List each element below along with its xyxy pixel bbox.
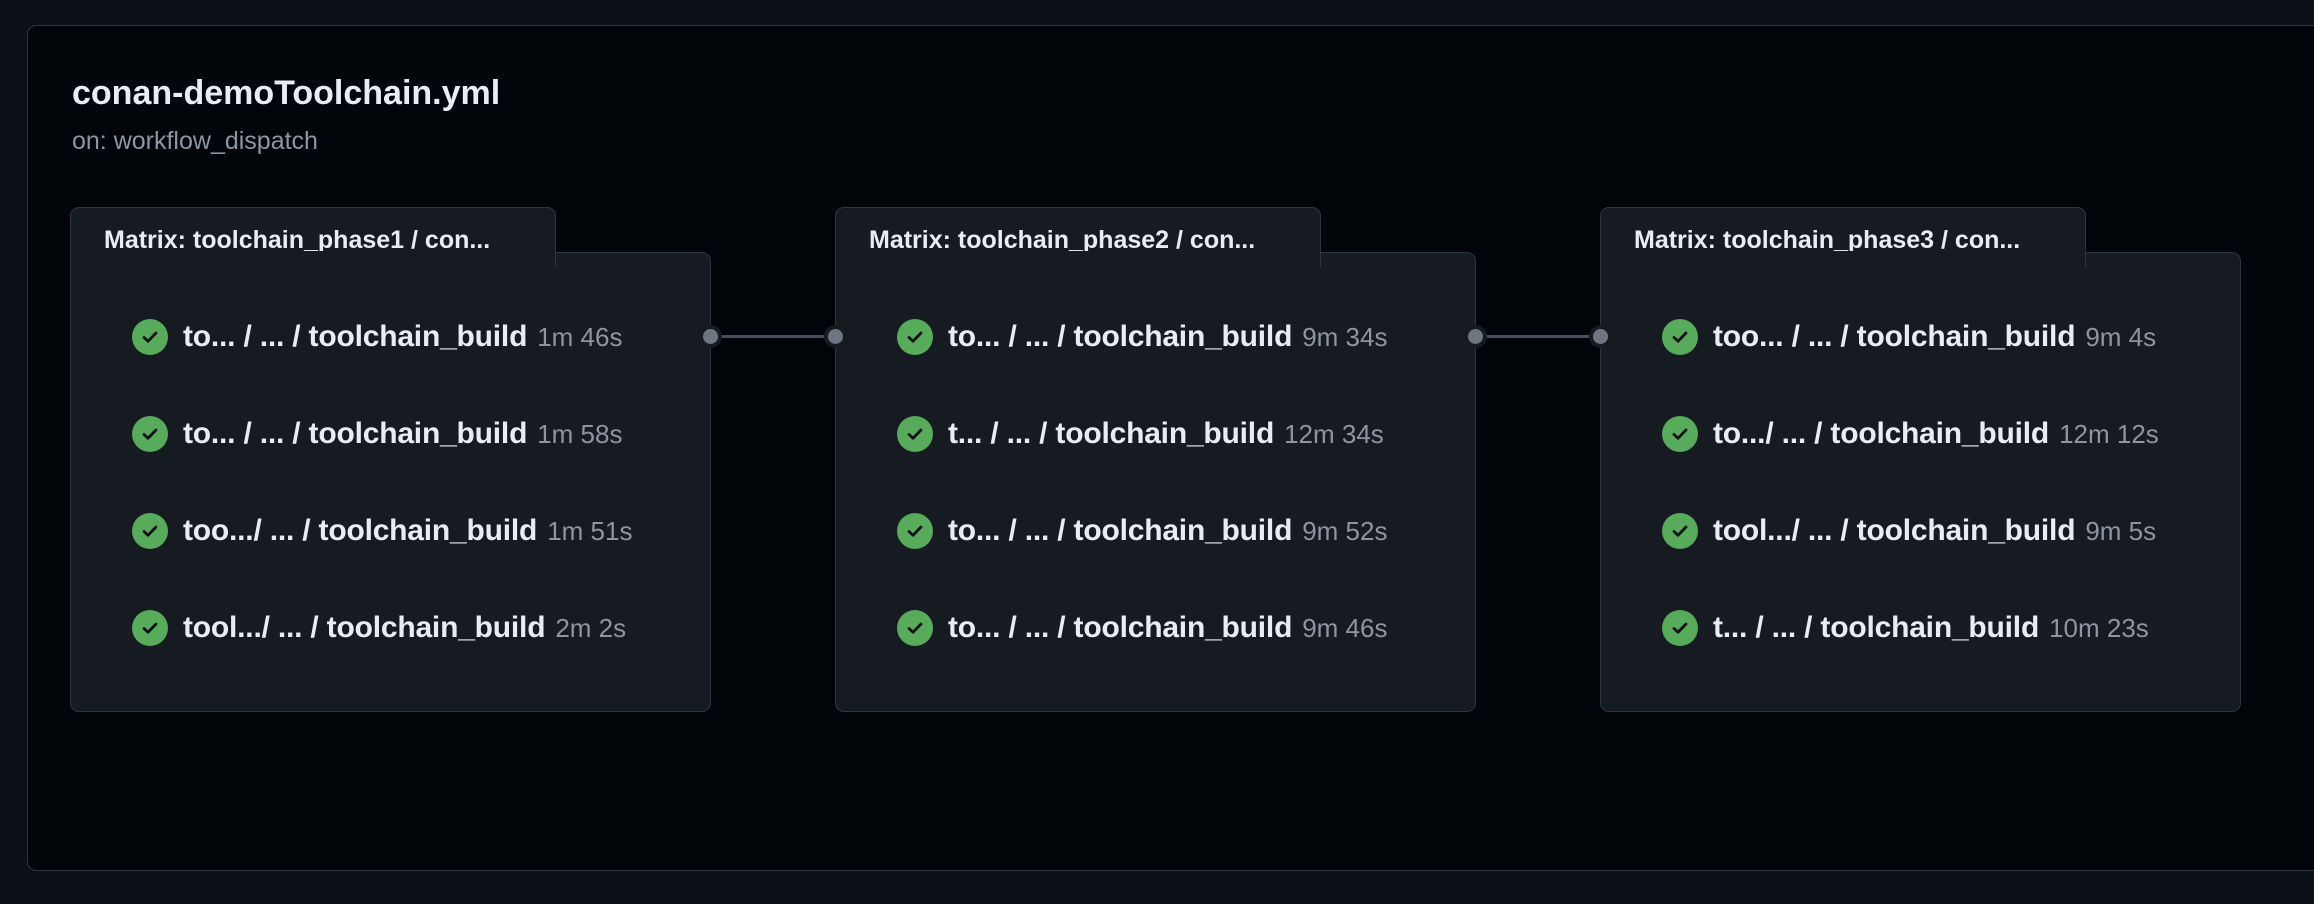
check-circle-icon: [132, 416, 168, 452]
matrix-group-phase2: Matrix: toolchain_phase2 / con... to... …: [835, 207, 1476, 712]
job-item[interactable]: t... / ... / toolchain_build 12m 34s: [897, 414, 1384, 454]
job-item[interactable]: to... / ... / toolchain_build 1m 46s: [132, 317, 622, 357]
job-item[interactable]: tool.../ ... / toolchain_build 9m 5s: [1662, 511, 2156, 551]
job-duration: 9m 46s: [1302, 612, 1388, 643]
matrix-group-label: Matrix: toolchain_phase3 / con...: [1634, 226, 2021, 254]
job-item[interactable]: to.../ ... / toolchain_build 12m 12s: [1662, 414, 2159, 454]
check-circle-icon: [1662, 610, 1698, 646]
job-name: to... / ... / toolchain_build: [948, 611, 1293, 644]
matrix-group-tab[interactable]: Matrix: toolchain_phase2 / con...: [835, 207, 1321, 267]
check-circle-icon: [897, 610, 933, 646]
matrix-group-tab[interactable]: Matrix: toolchain_phase1 / con...: [70, 207, 556, 267]
job-item[interactable]: too.../ ... / toolchain_build 1m 51s: [132, 511, 632, 551]
matrix-group-tab[interactable]: Matrix: toolchain_phase3 / con...: [1600, 207, 2086, 267]
job-duration: 1m 58s: [537, 418, 623, 449]
job-duration: 1m 51s: [547, 515, 633, 546]
job-item[interactable]: to... / ... / toolchain_build 9m 52s: [897, 511, 1387, 551]
job-duration: 9m 34s: [1302, 321, 1388, 352]
check-circle-icon: [132, 513, 168, 549]
port-in-phase2: [824, 325, 847, 348]
matrix-group-label: Matrix: toolchain_phase1 / con...: [104, 226, 491, 254]
job-name: tool.../ ... / toolchain_build: [1713, 514, 2076, 547]
job-name: tool.../ ... / toolchain_build: [183, 611, 546, 644]
matrix-group-phase3: Matrix: toolchain_phase3 / con... too...…: [1600, 207, 2241, 712]
job-duration: 9m 5s: [2085, 515, 2157, 546]
connector-phase2-phase3: [1475, 335, 1602, 338]
job-name: to... / ... / toolchain_build: [948, 514, 1293, 547]
matrix-group-body: [70, 252, 711, 712]
tab-seam: [71, 251, 555, 255]
job-item[interactable]: tool.../ ... / toolchain_build 2m 2s: [132, 608, 626, 648]
check-circle-icon: [1662, 319, 1698, 355]
job-item[interactable]: to... / ... / toolchain_build 1m 58s: [132, 414, 622, 454]
job-duration: 12m 12s: [2059, 418, 2159, 449]
matrix-group-phase1: Matrix: toolchain_phase1 / con... to... …: [70, 207, 711, 712]
job-name: too.../ ... / toolchain_build: [183, 514, 538, 547]
check-circle-icon: [1662, 513, 1698, 549]
workflow-trigger: on: workflow_dispatch: [72, 127, 318, 155]
job-duration: 2m 2s: [555, 612, 627, 643]
check-circle-icon: [897, 513, 933, 549]
tab-seam: [836, 251, 1320, 255]
job-name: to... / ... / toolchain_build: [183, 320, 528, 353]
job-name: to... / ... / toolchain_build: [948, 320, 1293, 353]
job-name: to... / ... / toolchain_build: [183, 417, 528, 450]
workflow-title[interactable]: conan-demoToolchain.yml: [72, 74, 501, 112]
check-circle-icon: [897, 416, 933, 452]
job-item[interactable]: t... / ... / toolchain_build 10m 23s: [1662, 608, 2149, 648]
port-out-phase2: [1464, 325, 1487, 348]
port-in-phase3: [1589, 325, 1612, 348]
matrix-group-body: [1600, 252, 2241, 712]
check-circle-icon: [897, 319, 933, 355]
job-name: t... / ... / toolchain_build: [948, 417, 1275, 450]
job-duration: 12m 34s: [1284, 418, 1384, 449]
connector-phase1-phase2: [710, 335, 837, 338]
matrix-group-label: Matrix: toolchain_phase2 / con...: [869, 226, 1256, 254]
job-name: t... / ... / toolchain_build: [1713, 611, 2040, 644]
job-name: too... / ... / toolchain_build: [1713, 320, 2076, 353]
job-item[interactable]: too... / ... / toolchain_build 9m 4s: [1662, 317, 2156, 357]
job-duration: 10m 23s: [2049, 612, 2149, 643]
job-name: to.../ ... / toolchain_build: [1713, 417, 2050, 450]
check-circle-icon: [1662, 416, 1698, 452]
job-duration: 9m 4s: [2085, 321, 2157, 352]
port-out-phase1: [699, 325, 722, 348]
check-circle-icon: [132, 610, 168, 646]
check-circle-icon: [132, 319, 168, 355]
job-item[interactable]: to... / ... / toolchain_build 9m 34s: [897, 317, 1387, 357]
tab-seam: [1601, 251, 2085, 255]
job-item[interactable]: to... / ... / toolchain_build 9m 46s: [897, 608, 1387, 648]
job-duration: 1m 46s: [537, 321, 623, 352]
job-duration: 9m 52s: [1302, 515, 1388, 546]
